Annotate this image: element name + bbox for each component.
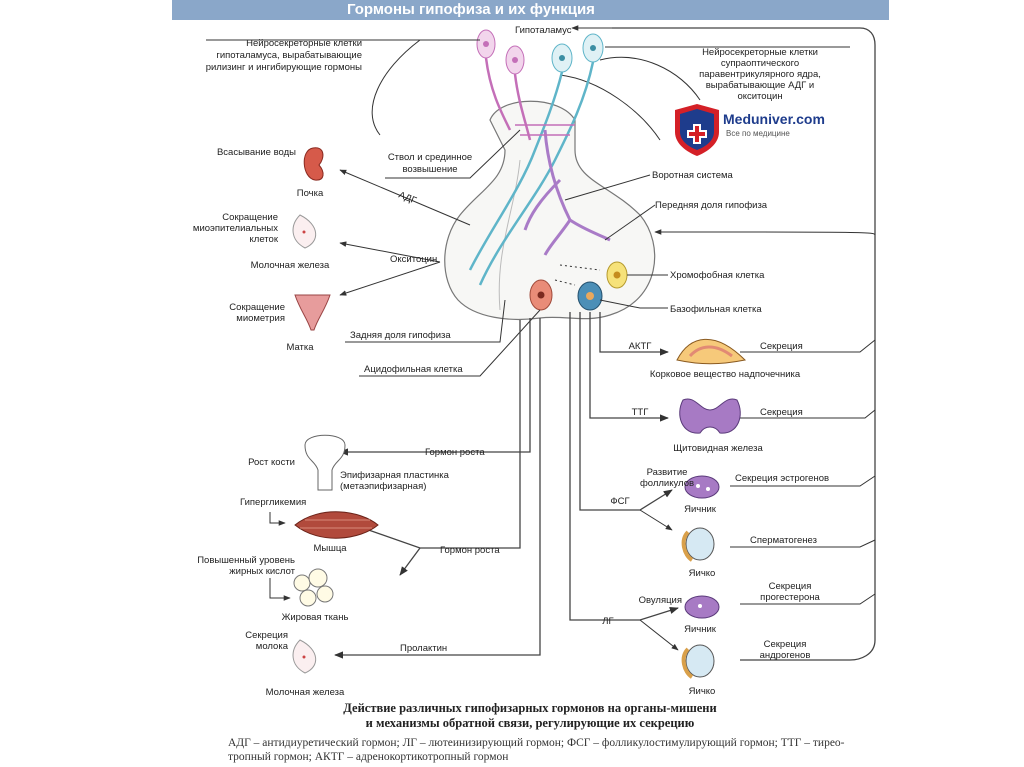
neuro-left-line2: гипоталамуса, вырабатывающие bbox=[216, 50, 362, 61]
thyroid-label: Щитовидная железа bbox=[673, 443, 763, 454]
acidophil-label: Ацидофильная клетка bbox=[364, 364, 463, 375]
adipose-target: Повышенный уровень жирных кислот Жировая… bbox=[197, 555, 348, 623]
legend-line-1: АДГ – антидиуретический гормон; ЛГ – лют… bbox=[228, 737, 845, 749]
secretion2-label: Секреция bbox=[760, 407, 803, 418]
water-absorption-label: Всасывание воды bbox=[217, 147, 296, 158]
stalk-label-1: Ствол и срединное bbox=[388, 152, 472, 163]
myoepi-label-1: Сокращение bbox=[222, 212, 278, 223]
neuro-right-line5: окситоцин bbox=[737, 91, 782, 102]
secretion1-label: Секреция bbox=[760, 341, 803, 352]
androgens-label-2: андрогенов bbox=[760, 650, 811, 661]
testis1-label: Яичко bbox=[689, 568, 716, 579]
mammary-label-2: Молочная железа bbox=[266, 687, 345, 698]
neuro-right-line1: Нейросекреторные клетки bbox=[702, 47, 818, 58]
ovulation-label: Овуляция bbox=[639, 595, 682, 606]
ovary2-label: Яичник bbox=[684, 624, 717, 635]
mammary-target-2: Секреция молока Молочная железа bbox=[245, 630, 345, 698]
ovary1-label: Яичник bbox=[684, 504, 717, 515]
bone-growth-label: Рост кости bbox=[248, 457, 295, 468]
legend-line-2: тропный гормон; АКТГ – адренокортикотроп… bbox=[228, 751, 509, 763]
uterus-target: Сокращение миометрия Матка bbox=[229, 294, 331, 353]
tsh-label: ТТГ bbox=[632, 407, 649, 418]
logo-name: Meduniver.com bbox=[723, 111, 825, 127]
chromophobe-cell bbox=[606, 261, 628, 289]
epiphysis-label-2: (метаэпифизарная) bbox=[340, 481, 426, 492]
oxytocin-label: Окситоцин bbox=[390, 254, 437, 265]
kidney-label: Почка bbox=[297, 188, 324, 199]
gh1-label: Гормон роста bbox=[425, 447, 485, 458]
adrenal-target: АКТГ Секреция Корковое вещество надпочеч… bbox=[629, 338, 803, 380]
caption-line-2: и механизмы обратной связи, регулирующие… bbox=[365, 716, 695, 730]
fatty-label-2: жирных кислот bbox=[229, 566, 295, 577]
anterior-label: Передняя доля гипофиза bbox=[655, 200, 768, 211]
adrenal-label: Корковое вещество надпочечника bbox=[650, 369, 801, 380]
neuro-right-line3: паравентрикулярного ядра, bbox=[699, 69, 821, 80]
ovary-target-1: Развитие фолликулов Секреция эстрогенов … bbox=[610, 467, 829, 515]
fatty-label-1: Повышенный уровень bbox=[197, 555, 295, 566]
logo-tagline: Все по медицине bbox=[726, 129, 790, 138]
brain-outline bbox=[371, 39, 701, 141]
muscle-target: Гипергликемия Мышца bbox=[240, 497, 379, 554]
fsh-label: ФСГ bbox=[610, 496, 629, 507]
progesterone-label-1: Секреция bbox=[769, 581, 812, 592]
acth-label: АКТГ bbox=[629, 341, 652, 352]
follicles-label-1: Развитие bbox=[647, 467, 688, 478]
mammary-label-1: Молочная железа bbox=[251, 260, 330, 271]
kidney-target: Всасывание воды Почка bbox=[217, 147, 324, 199]
myometrium-label-2: миометрия bbox=[236, 313, 285, 324]
neuro-right-line2: супраоптического bbox=[721, 58, 799, 69]
uterus-label: Матка bbox=[286, 342, 314, 353]
page-title: Гормоны гипофиза и их функция bbox=[347, 1, 595, 18]
myoepi-label-3: клеток bbox=[250, 234, 279, 245]
progesterone-label-2: прогестерона bbox=[760, 592, 820, 603]
milk-label-1: Секреция bbox=[245, 630, 288, 641]
acidophil-cell bbox=[529, 279, 553, 311]
estrogen-label: Секреция эстрогенов bbox=[735, 473, 829, 484]
spermatogenesis-label: Сперматогенез bbox=[750, 535, 817, 546]
thyroid-target: ТТГ Секреция Щитовидная железа bbox=[632, 398, 803, 454]
ovary-target-2: Овуляция Секреция прогестерона ЛГ Яичник bbox=[602, 581, 820, 635]
neuro-right-label: Нейросекреторные клетки супраоптического… bbox=[605, 46, 850, 102]
neuro-left-line3: рилизинг и ингибирующие гормоны bbox=[206, 62, 362, 73]
androgens-label-1: Секреция bbox=[764, 639, 807, 650]
epiphysis-label-1: Эпифизарная пластинка bbox=[340, 470, 450, 481]
feedback-line bbox=[612, 27, 876, 661]
adipose-label: Жировая ткань bbox=[282, 612, 349, 623]
adh-arrow-label: АДГ bbox=[397, 190, 418, 207]
neuro-left-line1: Нейросекреторные клетки bbox=[246, 38, 362, 49]
milk-label-2: молока bbox=[256, 641, 289, 652]
testis-target-1: Сперматогенез Яичко bbox=[681, 527, 817, 579]
bone-target: Рост кости Эпифизарная пластинка (метаэп… bbox=[248, 434, 450, 492]
meduniver-logo: Meduniver.com Все по медицине bbox=[675, 104, 825, 156]
gh2-label: Гормон роста bbox=[440, 545, 500, 556]
chromophobe-label: Хромофобная клетка bbox=[670, 270, 765, 281]
stalk-label-2: возвышение bbox=[402, 164, 457, 175]
posterior-label: Задняя доля гипофиза bbox=[350, 330, 451, 341]
follicles-label-2: фолликулов bbox=[640, 478, 694, 489]
basophil-cell bbox=[577, 281, 603, 311]
lh-label: ЛГ bbox=[602, 616, 613, 627]
basophil-label: Базофильная клетка bbox=[670, 304, 762, 315]
neuro-right-line4: вырабатывающие АДГ и bbox=[706, 80, 815, 91]
page-header: Гормоны гипофиза и их функция bbox=[172, 0, 889, 20]
prolactin-label: Пролактин bbox=[400, 643, 447, 654]
testis2-label: Яичко bbox=[689, 686, 716, 697]
myoepi-label-2: миоэпителиальных bbox=[193, 223, 278, 234]
hypothalamus-label: Гипоталамус bbox=[515, 25, 572, 36]
caption-line-1: Действие различных гипофизарных гормонов… bbox=[343, 701, 717, 715]
muscle-label: Мышца bbox=[313, 543, 347, 554]
mammary-target-1: Сокращение миоэпителиальных клеток Молоч… bbox=[193, 212, 330, 271]
myometrium-label-1: Сокращение bbox=[229, 302, 285, 313]
neurosecretory-neurons bbox=[468, 29, 611, 286]
testis-target-2: Секреция андрогенов Яичко bbox=[681, 639, 811, 697]
hyperglycemia-label: Гипергликемия bbox=[240, 497, 306, 508]
neuro-left-label: Нейросекреторные клетки гипоталамуса, вы… bbox=[206, 38, 480, 73]
portal-label: Воротная система bbox=[652, 170, 734, 181]
pituitary-gland bbox=[444, 100, 656, 320]
